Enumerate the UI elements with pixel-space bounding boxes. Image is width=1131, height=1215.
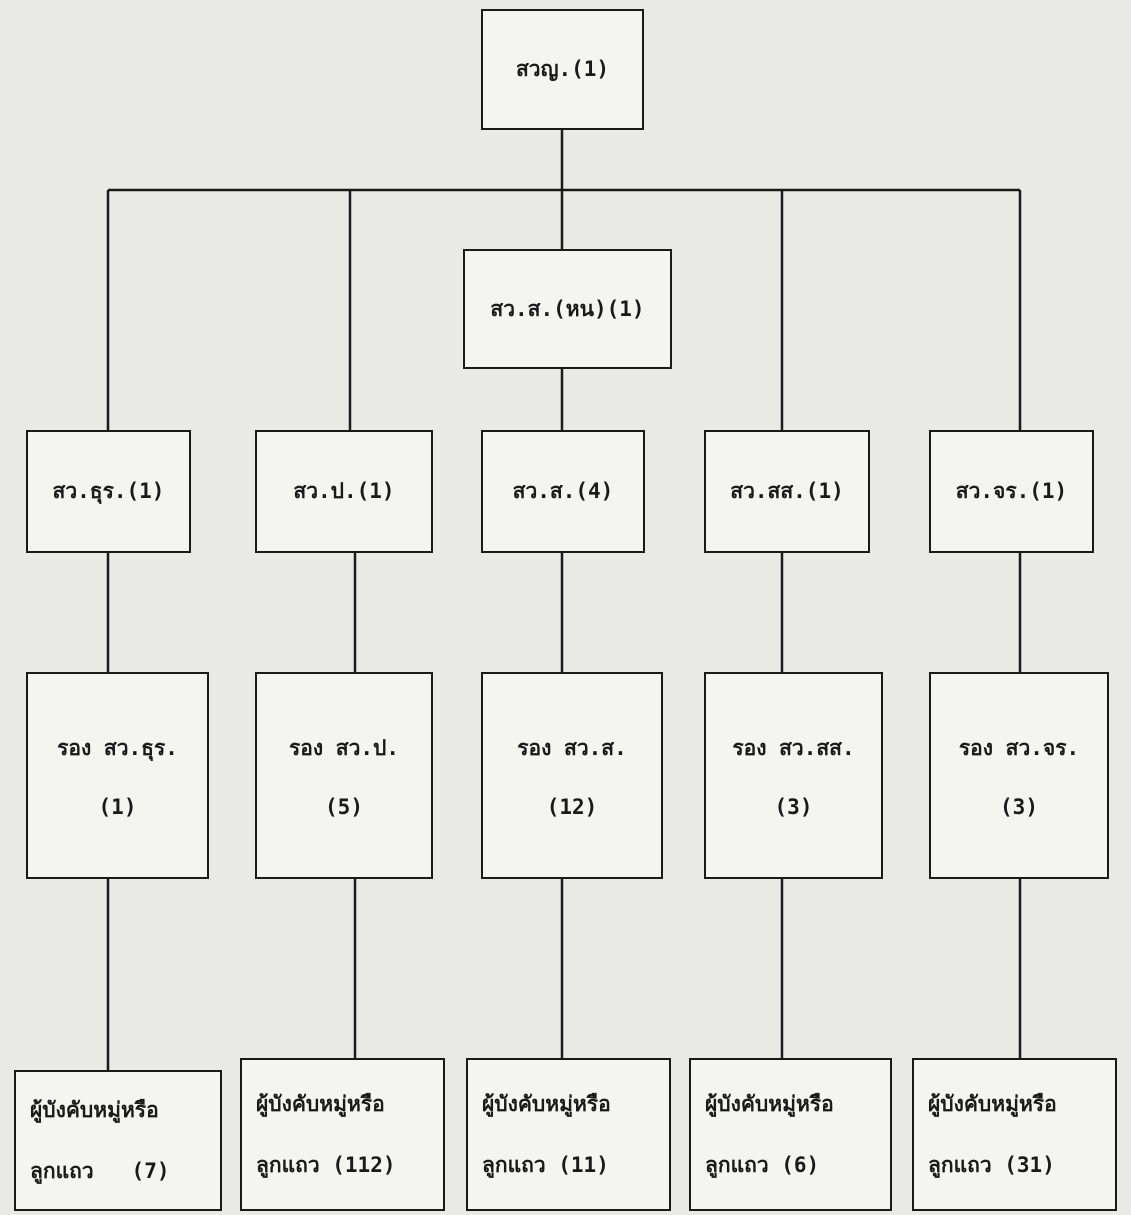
node-root: สวญ.(1) — [481, 9, 644, 130]
node-leaf-1: ผู้บังคับหมู่หรือ ลูกแถว (7) — [14, 1070, 222, 1211]
node-label: รอง สว.ป. — [288, 736, 399, 760]
node-label: ผู้บังคับหมู่หรือ — [705, 1091, 834, 1116]
node-deputy: สว.ส.(หน)(1) — [463, 249, 672, 369]
node-label: ผู้บังคับหมู่หรือ — [256, 1091, 385, 1116]
node-label: ผู้บังคับหมู่หรือ — [928, 1091, 1057, 1116]
node-label: สว.ป.(1) — [293, 479, 395, 503]
node-count: ลูกแถว (11) — [482, 1152, 609, 1177]
node-count: ลูกแถว (112) — [256, 1152, 396, 1177]
node-label: ผู้บังคับหมู่หรือ — [30, 1097, 159, 1122]
node-head-2: สว.ป.(1) — [255, 430, 433, 553]
node-assistant-2: รอง สว.ป. (5) — [255, 672, 433, 879]
node-label: สว.สส.(1) — [730, 479, 844, 503]
node-label: สวญ.(1) — [515, 57, 610, 81]
node-assistant-1: รอง สว.ธุร. (1) — [26, 672, 209, 879]
node-count: ลูกแถว (6) — [705, 1152, 820, 1177]
node-leaf-5: ผู้บังคับหมู่หรือ ลูกแถว (31) — [912, 1058, 1117, 1211]
node-count: (5) — [325, 795, 363, 819]
node-leaf-3: ผู้บังคับหมู่หรือ ลูกแถว (11) — [466, 1058, 671, 1211]
node-label: รอง สว.จร. — [958, 736, 1080, 760]
node-assistant-4: รอง สว.สส. (3) — [704, 672, 883, 879]
node-label: รอง สว.ส. — [517, 736, 627, 760]
node-count: (12) — [546, 795, 598, 819]
node-assistant-3: รอง สว.ส. (12) — [481, 672, 663, 879]
node-head-4: สว.สส.(1) — [704, 430, 870, 553]
node-label: สว.จร.(1) — [955, 479, 1068, 503]
node-assistant-5: รอง สว.จร. (3) — [929, 672, 1109, 879]
node-count: ลูกแถว (31) — [928, 1152, 1055, 1177]
node-leaf-4: ผู้บังคับหมู่หรือ ลูกแถว (6) — [689, 1058, 892, 1211]
node-head-5: สว.จร.(1) — [929, 430, 1094, 553]
node-label: สว.ส.(หน)(1) — [490, 296, 645, 321]
node-count: ลูกแถว (7) — [30, 1158, 170, 1183]
node-label: สว.ส.(4) — [512, 479, 614, 503]
node-head-1: สว.ธุร.(1) — [26, 430, 191, 553]
node-label: รอง สว.สส. — [732, 736, 855, 760]
node-count: (1) — [98, 795, 137, 819]
node-leaf-2: ผู้บังคับหมู่หรือ ลูกแถว (112) — [240, 1058, 445, 1211]
node-label: รอง สว.ธุร. — [57, 736, 178, 760]
node-label: สว.ธุร.(1) — [52, 479, 165, 503]
node-count: (3) — [1000, 795, 1038, 819]
node-count: (3) — [774, 795, 813, 819]
node-head-3: สว.ส.(4) — [481, 430, 645, 553]
node-label: ผู้บังคับหมู่หรือ — [482, 1091, 611, 1116]
